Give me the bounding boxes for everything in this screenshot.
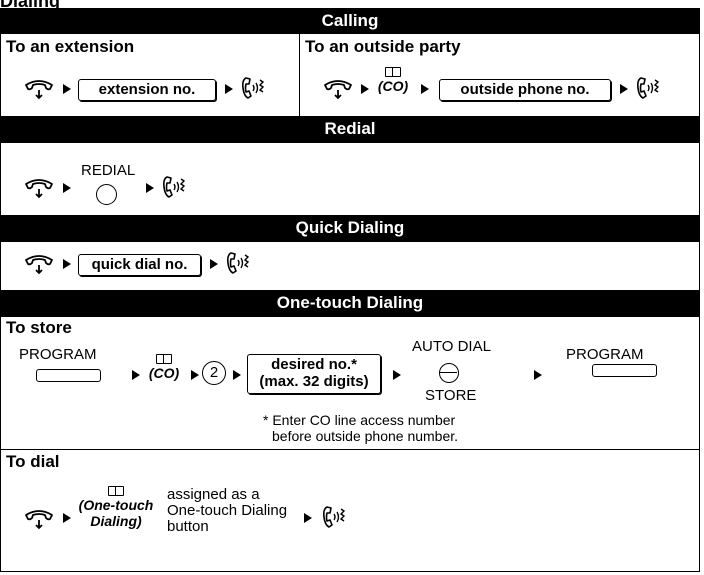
- to-outside-title: To an outside party: [305, 37, 461, 56]
- max-digits-label: (max. 32 digits): [259, 373, 369, 390]
- co-button: (CO): [373, 67, 413, 94]
- divider: [1, 33, 699, 34]
- arrow-right-icon: [534, 370, 542, 380]
- divider: [1, 316, 699, 317]
- one-touch-dialing-header: One-touch Dialing: [1, 290, 699, 316]
- arrow-right-icon: [620, 84, 628, 94]
- calling-header: Calling: [1, 9, 699, 33]
- program-button: [36, 369, 101, 382]
- redial-header: Redial: [1, 116, 699, 142]
- arrow-right-icon: [63, 259, 71, 269]
- page-title: Dialing: [0, 0, 61, 11]
- one-touch-button-icon: [108, 486, 124, 496]
- store-label: STORE: [425, 387, 477, 404]
- digit-two-key: 2: [202, 361, 226, 385]
- outside-phone-no-box: outside phone no.: [439, 79, 611, 101]
- talk-icon: [225, 251, 253, 275]
- divider: [1, 449, 699, 450]
- co-button-icon: [385, 67, 401, 77]
- talk-icon: [240, 76, 268, 100]
- divider: [1, 142, 699, 143]
- arrow-right-icon: [393, 370, 401, 380]
- handset-off-hook-icon: [23, 176, 55, 200]
- note-line-1: * Enter CO line access number: [263, 412, 456, 428]
- extension-no-box: extension no.: [78, 79, 216, 101]
- one-touch-dialing-button: (One-touch Dialing): [73, 486, 159, 529]
- assigned-line-2: One-touch Dialing: [167, 502, 288, 519]
- handset-off-hook-icon: [23, 77, 55, 101]
- dialing-table: Calling To an extension To an outside pa…: [0, 8, 700, 572]
- arrow-right-icon: [361, 84, 369, 94]
- program-button: [592, 364, 657, 377]
- assigned-line-1: assigned as a: [167, 486, 260, 503]
- redial-button: [96, 184, 117, 205]
- auto-dial-store-button: [439, 363, 459, 383]
- dialing-label: Dialing): [90, 513, 142, 529]
- handset-off-hook-icon: [23, 507, 55, 531]
- arrow-right-icon: [225, 84, 233, 94]
- arrow-right-icon: [132, 370, 140, 380]
- desired-no-label: desired no.*: [271, 356, 357, 373]
- arrow-right-icon: [146, 183, 154, 193]
- talk-icon: [321, 505, 349, 529]
- arrow-right-icon: [210, 259, 218, 269]
- column-divider: [299, 33, 300, 116]
- handset-off-hook-icon: [23, 252, 55, 276]
- redial-label: REDIAL: [81, 162, 136, 179]
- one-touch-label: (One-touch: [78, 497, 154, 513]
- divider: [1, 241, 699, 242]
- talk-icon: [161, 175, 189, 199]
- program-label-end: PROGRAM: [566, 346, 644, 363]
- to-store-title: To store: [6, 318, 72, 337]
- arrow-right-icon: [63, 84, 71, 94]
- arrow-right-icon: [233, 370, 241, 380]
- talk-icon: [635, 76, 663, 100]
- arrow-right-icon: [63, 513, 71, 523]
- quick-dialing-header: Quick Dialing: [1, 215, 699, 241]
- co-button-icon: [156, 354, 172, 364]
- arrow-right-icon: [191, 370, 199, 380]
- to-extension-title: To an extension: [6, 37, 135, 56]
- to-dial-title: To dial: [6, 452, 60, 471]
- co-label: (CO): [377, 78, 409, 94]
- note-line-2: before outside phone number.: [272, 428, 459, 444]
- arrow-right-icon: [304, 513, 312, 523]
- desired-no-box: desired no.* (max. 32 digits): [247, 354, 381, 394]
- handset-off-hook-icon: [322, 77, 354, 101]
- program-label: PROGRAM: [19, 346, 97, 363]
- co-label: (CO): [148, 365, 180, 381]
- arrow-right-icon: [63, 183, 71, 193]
- assigned-description: assigned as a One-touch Dialing button: [167, 487, 287, 535]
- assigned-line-3: button: [167, 518, 209, 535]
- arrow-right-icon: [421, 84, 429, 94]
- co-button: (CO): [144, 354, 184, 381]
- auto-dial-label: AUTO DIAL: [412, 338, 491, 355]
- quick-dial-no-box: quick dial no.: [78, 254, 201, 276]
